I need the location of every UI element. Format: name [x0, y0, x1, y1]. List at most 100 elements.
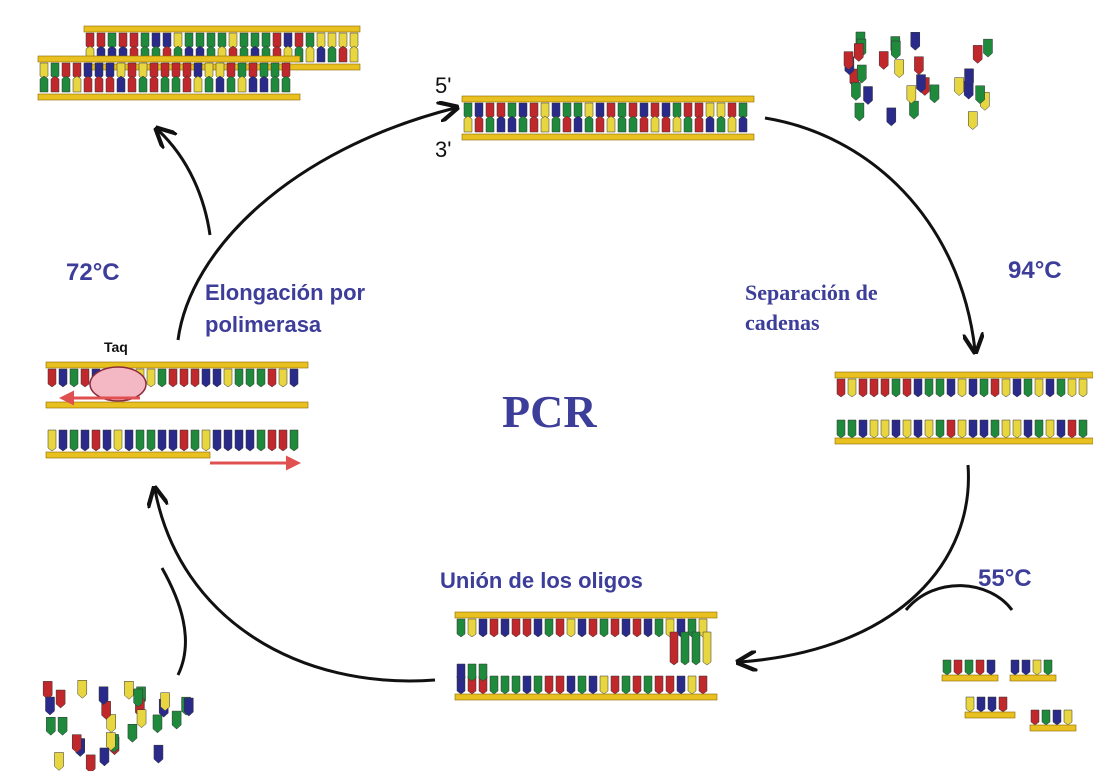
- separated-strand-top-base: [869, 378, 879, 398]
- template-dna-base: [672, 115, 682, 133]
- product-dna-b-base: [248, 75, 258, 93]
- product-dna-b-base: [149, 75, 159, 93]
- free-nucleotide: [906, 85, 917, 104]
- annealed-strand-top-base: [522, 618, 532, 638]
- primer-block: [691, 631, 701, 666]
- template-dna-base: [584, 115, 594, 133]
- elongation-strand-top-base: [146, 368, 156, 388]
- separated-strand-bottom-base: [946, 419, 956, 439]
- free-nucleotide: [983, 38, 993, 58]
- elongation-strand-top-base: [212, 368, 222, 388]
- elongation-base: [212, 429, 222, 452]
- elongation-base: [190, 429, 200, 452]
- template-dna-base: [661, 115, 671, 133]
- separated-strand-top-base: [1001, 378, 1011, 398]
- product-dna-b-base: [171, 75, 181, 93]
- separated-strand-bottom-base: [880, 419, 890, 439]
- annealed-strand-top-base: [654, 618, 664, 638]
- separated-strand-top-base: [990, 378, 1000, 398]
- annealed-strand-bottom-base: [544, 675, 554, 695]
- elongation-base: [223, 429, 233, 452]
- separated-strand-top-base: [858, 378, 868, 398]
- five-prime-label: 5': [435, 73, 451, 98]
- template-dna-base: [727, 115, 737, 133]
- separated-strand-top-base: [913, 378, 923, 398]
- free-nucleotide: [184, 697, 194, 717]
- elongation-base: [201, 429, 211, 452]
- product-dna-b-base: [61, 75, 71, 93]
- elongation-strand-top-base: [157, 368, 167, 388]
- product-dna-a-backbone: [83, 25, 361, 33]
- separated-strand-bottom-base: [1001, 419, 1011, 439]
- template-dna-base: [551, 115, 561, 133]
- separated-strand-bottom-base: [957, 419, 967, 439]
- product-dna-b-base: [281, 75, 291, 93]
- elongation-base: [179, 429, 189, 452]
- free-primer-backbone: [1009, 674, 1057, 682]
- step-label-extend-line2: polimerasa: [205, 312, 322, 337]
- elongation-base: [146, 429, 156, 452]
- elongation-base: [47, 429, 57, 452]
- free-primer-base: [976, 696, 986, 713]
- separated-strand-top-base: [902, 378, 912, 398]
- elongation-backbone: [45, 401, 309, 409]
- annealed-strand-top-base: [577, 618, 587, 638]
- template-dna-base: [518, 115, 528, 133]
- annealed-strand-top-base: [489, 618, 499, 638]
- annealed-strand-bottom-base: [643, 675, 653, 695]
- separated-strand-bottom-base: [1034, 419, 1044, 439]
- product-dna-b-base: [39, 75, 49, 93]
- free-nucleotide: [964, 68, 974, 88]
- product-dna-b-base: [215, 75, 225, 93]
- product-dna-a-base: [305, 45, 315, 63]
- elongation-strand-top-backbone: [45, 361, 309, 369]
- free-primer-base: [1063, 709, 1073, 726]
- separated-strand-top-base: [1078, 378, 1088, 398]
- elongation-strand-top-base: [223, 368, 233, 388]
- elongation-base: [289, 429, 299, 452]
- product-dna-a-base: [338, 45, 348, 63]
- step-label-anneal: Unión de los oligos: [440, 568, 643, 593]
- step-label-extend-line1: Elongación por: [205, 280, 366, 305]
- cycle-arrow-return: [176, 108, 455, 341]
- separated-strand-top-base: [968, 378, 978, 398]
- primer-block: [702, 631, 712, 666]
- free-primer-base: [953, 659, 963, 676]
- annealed-strand-bottom-base: [665, 675, 675, 695]
- annealed-strand-bottom-base: [566, 675, 576, 695]
- elongation-backbone: [45, 451, 211, 459]
- separated-strand-bottom-base: [858, 419, 868, 439]
- template-dna-base: [573, 115, 583, 133]
- separated-strand-bottom-base: [913, 419, 923, 439]
- template-dna-backbone: [461, 95, 755, 103]
- elongation-base: [168, 429, 178, 452]
- separated-strand-top-base: [1056, 378, 1066, 398]
- free-nucleotide: [57, 716, 68, 736]
- free-nucleotide: [891, 40, 901, 60]
- annealed-strand-top-base: [566, 618, 576, 638]
- free-nucleotide: [929, 84, 940, 104]
- separated-strand-top-base: [957, 378, 967, 398]
- free-nucleotide: [854, 43, 864, 62]
- annealed-strand-bottom-base: [511, 675, 521, 695]
- free-nucleotide: [71, 734, 82, 753]
- free-primer-base: [975, 659, 985, 676]
- annealed-strand-bottom-base: [533, 675, 543, 695]
- primer-block: [478, 663, 488, 682]
- annealed-strand-top-base: [456, 618, 466, 638]
- annealed-strand-top-base: [544, 618, 554, 638]
- free-nucleotide: [972, 45, 983, 64]
- separated-strand-top-base: [924, 378, 934, 398]
- separated-strand-bottom-base: [990, 419, 1000, 439]
- free-nucleotide: [910, 32, 921, 51]
- separated-strand-bottom-base: [1023, 419, 1033, 439]
- product-dna-b-base: [193, 75, 203, 93]
- free-nucleotide: [152, 714, 163, 734]
- separated-strand-bottom-base: [902, 419, 912, 439]
- separated-strand-top-base: [836, 378, 846, 398]
- primer-block: [456, 663, 466, 682]
- template-dna-base: [485, 115, 495, 133]
- elongation-base: [157, 429, 167, 452]
- template-dna-base: [639, 115, 649, 133]
